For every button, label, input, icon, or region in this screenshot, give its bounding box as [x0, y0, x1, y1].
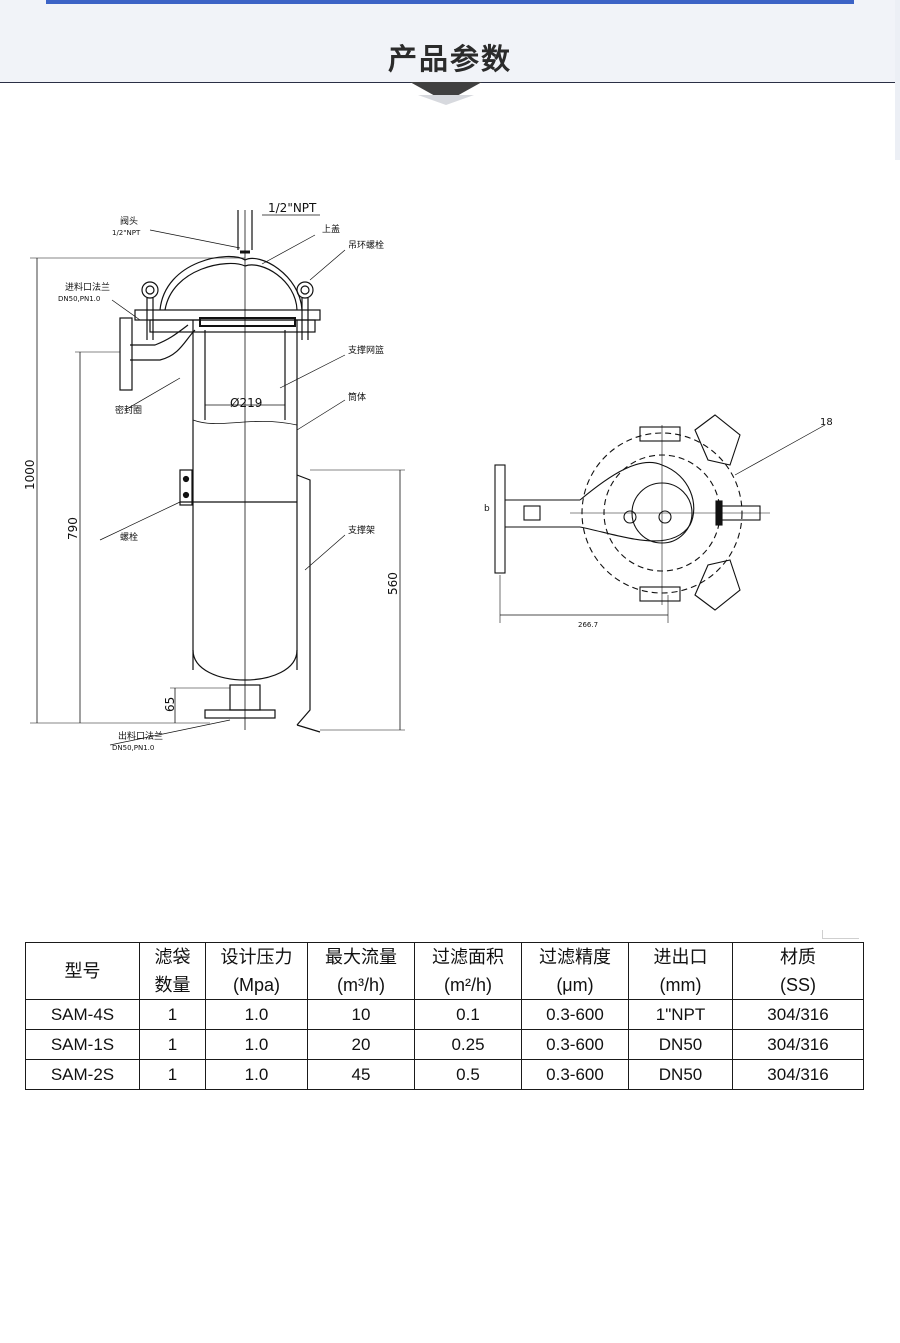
header-model: 型号	[25, 942, 140, 1000]
frame-height-dimension: 560	[386, 572, 400, 595]
header-max-flow: 最大流量(m³/h)	[307, 942, 415, 1000]
header-bag-count: 滤袋数量	[139, 942, 206, 1000]
cell-inlet-outlet: 1"NPT	[628, 999, 733, 1030]
eye-bolt-label: 吊环螺栓	[348, 239, 384, 251]
corner-mark	[822, 930, 859, 939]
header-band	[0, 0, 900, 83]
npt-top-label: 1/2"NPT	[268, 201, 317, 215]
table-row: SAM-1S 1 1.0 20 0.25 0.3-600 DN50 304/31…	[25, 1029, 864, 1060]
cell-bag-count: 1	[139, 999, 206, 1030]
filter-elevation-drawing: 1/2"NPT 阀头 1/2"NPT 上盖 吊环螺栓 进料口法兰 DN50,PN…	[23, 201, 405, 752]
spec-table: 型号 滤袋数量 设计压力(Mpa) 最大流量(m³/h) 过滤面积(m²/h) …	[25, 942, 864, 1090]
cell-filter-precision: 0.3-600	[521, 999, 629, 1030]
section-title: 产品参数	[387, 42, 512, 76]
top-view-callout: 18	[820, 417, 833, 428]
filter-top-view-drawing: 18 266.7 b	[484, 414, 833, 629]
cell-filter-precision: 0.3-600	[521, 1029, 629, 1060]
side-strip	[895, 0, 900, 160]
cell-model: SAM-4S	[25, 999, 140, 1030]
cell-design-pressure: 1.0	[205, 999, 308, 1030]
cell-max-flow: 10	[307, 999, 415, 1030]
valve-spec-label: 1/2"NPT	[112, 229, 141, 237]
cell-material: 304/316	[732, 999, 864, 1030]
table-header-row: 型号 滤袋数量 设计压力(Mpa) 最大流量(m³/h) 过滤面积(m²/h) …	[25, 942, 864, 1000]
cell-bag-count: 1	[139, 1029, 206, 1060]
cell-bag-count: 1	[139, 1059, 206, 1090]
top-accent-bar	[46, 0, 854, 4]
top-cover-label: 上盖	[322, 223, 340, 235]
cell-model: SAM-2S	[25, 1059, 140, 1090]
cell-design-pressure: 1.0	[205, 1059, 308, 1090]
cell-material: 304/316	[732, 1029, 864, 1060]
cell-design-pressure: 1.0	[205, 1029, 308, 1060]
header-filter-area: 过滤面积(m²/h)	[414, 942, 522, 1000]
outlet-spec-label: DN50,PN1.0	[112, 744, 154, 752]
header-filter-precision: 过滤精度(μm)	[521, 942, 629, 1000]
top-view-side-label: b	[484, 504, 490, 514]
inlet-flange-label: 进料口法兰	[65, 281, 110, 293]
chevron-shadow	[418, 95, 474, 105]
inlet-spec-label: DN50,PN1.0	[58, 295, 100, 303]
seal-ring-label: 密封圈	[115, 404, 142, 416]
inlet-height-dimension: 790	[66, 517, 80, 540]
header-material: 材质(SS)	[732, 942, 864, 1000]
cell-material: 304/316	[732, 1059, 864, 1090]
valve-label: 阀头	[120, 216, 138, 227]
body-label: 筒体	[348, 391, 366, 403]
table-row: SAM-2S 1 1.0 45 0.5 0.3-600 DN50 304/316	[25, 1059, 864, 1090]
cell-filter-precision: 0.3-600	[521, 1059, 629, 1090]
diameter-label: Ø219	[230, 396, 262, 410]
cell-max-flow: 20	[307, 1029, 415, 1060]
support-basket-label: 支撑网篮	[348, 344, 384, 356]
support-frame-label: 支撑架	[348, 524, 375, 536]
top-view-width-dimension: 266.7	[578, 621, 598, 629]
cell-inlet-outlet: DN50	[628, 1029, 733, 1060]
bolt-label: 螺栓	[120, 531, 138, 543]
bottom-dimension: 65	[163, 697, 177, 712]
cell-max-flow: 45	[307, 1059, 415, 1090]
table-row: SAM-4S 1 1.0 10 0.1 0.3-600 1"NPT 304/31…	[25, 999, 864, 1030]
total-height-dimension: 1000	[23, 459, 37, 490]
header-design-pressure: 设计压力(Mpa)	[205, 942, 308, 1000]
cell-filter-area: 0.25	[414, 1029, 522, 1060]
cell-filter-area: 0.5	[414, 1059, 522, 1090]
header-inlet-outlet: 进出口(mm)	[628, 942, 733, 1000]
outlet-flange-label: 出料口法兰	[118, 730, 163, 742]
cell-inlet-outlet: DN50	[628, 1059, 733, 1090]
cell-model: SAM-1S	[25, 1029, 140, 1060]
cell-filter-area: 0.1	[414, 999, 522, 1030]
